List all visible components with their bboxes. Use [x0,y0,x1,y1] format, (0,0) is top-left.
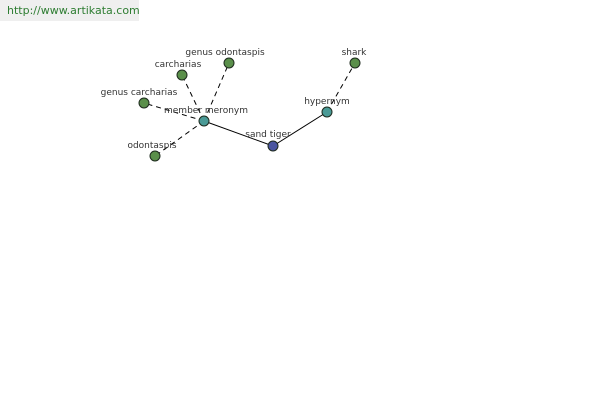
edge-sand-tiger-to-member-meronym [203,120,274,147]
edge-hypernym-to-shark [326,62,356,113]
edge-member-meronym-to-genus-carcharias [143,102,205,122]
node-dot-member-meronym[interactable] [198,115,210,127]
node-member-meronym[interactable]: member meronym [164,106,248,127]
node-genus-carcharias[interactable]: genus carcharias [101,88,178,109]
node-dot-sand-tiger[interactable] [267,140,279,152]
site-url-link[interactable]: http://www.artikata.com [7,4,140,17]
node-dot-genus-odontaspis[interactable] [223,57,235,69]
node-label-hypernym: hypernym [304,97,350,107]
node-label-odontaspis: odontaspis [127,141,176,151]
edge-sand-tiger-to-hypernym [272,111,328,147]
node-odontaspis[interactable]: odontaspis [127,141,177,162]
edge-member-meronym-to-genus-odontaspis [203,62,230,122]
nodes-layer: sand tiger member meronym hypernym genus od… [101,48,368,162]
node-dot-odontaspis[interactable] [149,150,161,162]
node-genus-odontaspis[interactable]: genus odontaspis [185,48,265,69]
node-label-genus-odontaspis: genus odontaspis [185,48,265,58]
edge-member-meronym-to-odontaspis [154,120,205,157]
node-dot-shark[interactable] [349,57,361,69]
node-label-shark: shark [342,48,368,58]
node-dot-genus-carcharias[interactable] [138,97,150,109]
node-label-member-meronym: member meronym [164,106,248,116]
node-dot-carcharias[interactable] [176,69,188,81]
node-dot-hypernym[interactable] [321,106,333,118]
node-hypernym[interactable]: hypernym [304,97,350,118]
node-label-carcharias: carcharias [155,60,202,70]
node-shark[interactable]: shark [342,48,368,69]
edges-layer [143,62,356,157]
node-sand-tiger[interactable]: sand tiger [245,130,291,152]
url-bar: http://www.artikata.com [0,0,140,21]
node-label-sand-tiger: sand tiger [245,130,291,140]
node-carcharias[interactable]: carcharias [155,60,202,81]
node-label-genus-carcharias: genus carcharias [101,88,178,98]
